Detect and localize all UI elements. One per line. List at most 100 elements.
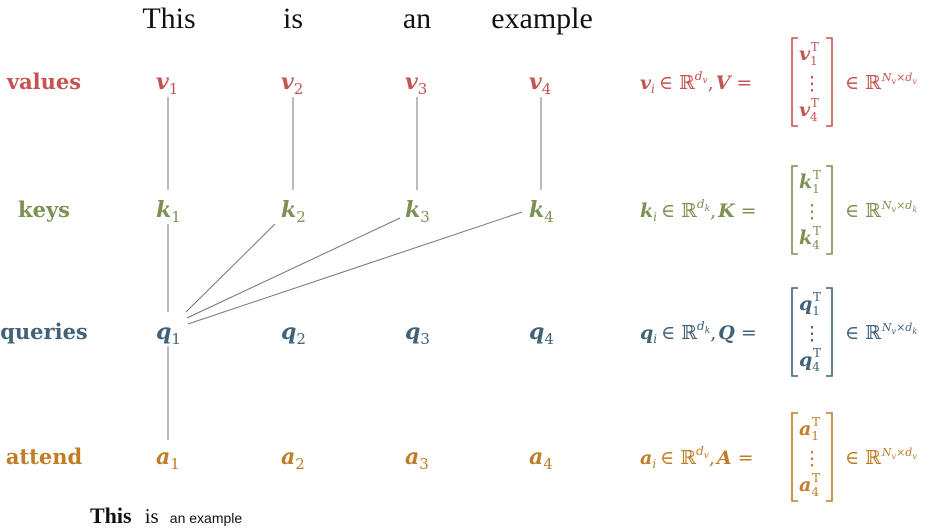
svg-text:ki∈ ℝdk,K=: ki∈ ℝdk,K= (640, 197, 757, 224)
vector-subscript: 3 (418, 80, 428, 98)
vector-symbol: v (529, 69, 542, 95)
matrix-space: ∈ ℝNv×dv (845, 446, 917, 469)
row-label-queries: queries (0, 319, 88, 344)
vector-symbol: k (405, 197, 420, 223)
vector-subscript: 2 (294, 80, 304, 98)
queries-vector-1: q1 (156, 319, 181, 348)
vector-symbol: a (281, 444, 295, 470)
matrix-top-entry: k1T (799, 168, 821, 196)
vector-subscript: 1 (169, 80, 179, 98)
vector-symbol: v (405, 69, 418, 95)
vector-symbol: k (281, 197, 296, 223)
matrix-right-bracket (826, 412, 833, 502)
row-label-values: values (6, 69, 81, 94)
row-label-attend: attend (6, 444, 83, 469)
matrix-left-bracket (791, 37, 798, 127)
link-k2-q1 (185, 223, 276, 313)
vector-subscript: 1 (171, 330, 181, 348)
vector-symbol: a (156, 444, 170, 470)
link-k3-q1 (186, 217, 401, 319)
vector-symbol: q (156, 319, 171, 345)
values-vector-1: v1 (156, 69, 178, 98)
equation-values: vi∈ ℝdv,V= v1T ⋮v4T ∈ ℝNv×dv (640, 37, 917, 127)
connection-lines (167, 97, 542, 440)
matrix-space: ∈ ℝNv×dv (845, 71, 917, 94)
row-label-keys: keys (18, 197, 70, 222)
equation-attend: ai∈ ℝdv,A= a1T ⋮a4T ∈ ℝNv×dv (640, 412, 917, 502)
vector-subscript: 3 (420, 208, 430, 226)
values-vector-3: v3 (405, 69, 427, 98)
matrix-top-entry: q1T (799, 290, 821, 318)
matrix-left-bracket (791, 165, 798, 255)
matrix-left-bracket (791, 287, 798, 377)
vector-symbol: q (281, 319, 296, 345)
vector-subscript: 2 (296, 330, 306, 348)
vector-subscript: 4 (544, 330, 554, 348)
svg-text:This is an example: This is an example (90, 503, 242, 528)
queries-vector-4: q4 (529, 319, 554, 348)
matrix-right-bracket (826, 37, 833, 127)
equation-keys: ki∈ ℝdk,K= k1T ⋮k4T ∈ ℝNv×dk (640, 165, 917, 255)
keys-vector-4: k4 (529, 197, 554, 226)
attend-vector-1: a1 (156, 444, 180, 473)
vector-subscript: 2 (296, 208, 306, 226)
queries-vector-3: q3 (405, 319, 430, 348)
matrix-dots: ⋮ (803, 448, 822, 470)
matrix-right-bracket (826, 287, 833, 377)
vector-symbol: a (405, 444, 419, 470)
vector-subscript: 3 (420, 330, 430, 348)
footer-mid-word: is (145, 504, 159, 528)
equation-queries: qi∈ ℝdk,Q=q1T⋮q4T∈ ℝNv×dk (640, 287, 917, 377)
values-vector-4: v4 (529, 69, 551, 98)
matrix-space: ∈ ℝNv×dk (845, 199, 917, 222)
vector-subscript: 4 (543, 455, 553, 473)
vector-symbol: v (281, 69, 294, 95)
matrix-dots: ⋮ (803, 201, 822, 223)
footer-small-words: an example (170, 510, 243, 526)
keys-vector-1: k1 (156, 197, 181, 226)
matrix-bottom-entry: k4T (799, 224, 821, 252)
word: is (283, 2, 303, 35)
attend-vector-4: a4 (529, 444, 553, 473)
vector-symbol: q (405, 319, 420, 345)
vector-symbol: v (156, 69, 169, 95)
vector-symbol: k (156, 197, 171, 223)
vector-subscript: 3 (419, 455, 429, 473)
matrix-top-entry: v1T (799, 40, 819, 68)
matrix-dots: ⋮ (803, 323, 822, 345)
svg-text:ai∈ ℝdv,A=: ai∈ ℝdv,A= (640, 444, 754, 471)
matrix-top-entry: a1T (799, 415, 820, 443)
keys-vector-2: k2 (281, 197, 306, 226)
attend-vector-2: a2 (281, 444, 305, 473)
vector-subscript: 1 (171, 208, 181, 226)
link-k4-q1 (187, 211, 523, 325)
matrix-space: ∈ ℝNv×dk (845, 321, 917, 344)
word: This (142, 2, 195, 35)
vector-symbol: q (529, 319, 544, 345)
matrix-bottom-entry: q4T (799, 346, 821, 374)
matrix-bottom-entry: v4T (799, 96, 819, 124)
vector-subscript: 4 (544, 208, 554, 226)
vector-symbol: k (529, 197, 544, 223)
values-vector-2: v2 (281, 69, 303, 98)
word: example (491, 2, 593, 35)
vector-subscript: 4 (542, 80, 552, 98)
queries-vector-2: q2 (281, 319, 306, 348)
vector-symbol: a (529, 444, 543, 470)
matrix-dots: ⋮ (803, 73, 822, 95)
footer-bold-word: This (90, 503, 132, 528)
footer-caption: This is an example (90, 503, 242, 528)
word: an (403, 2, 431, 35)
vector-subscript: 2 (295, 455, 305, 473)
svg-text:vi∈ ℝdv,V=: vi∈ ℝdv,V= (640, 69, 752, 96)
matrix-bottom-entry: a4T (799, 471, 820, 499)
keys-vector-3: k3 (405, 197, 430, 226)
matrix-left-bracket (791, 412, 798, 502)
vector-subscript: 1 (170, 455, 180, 473)
